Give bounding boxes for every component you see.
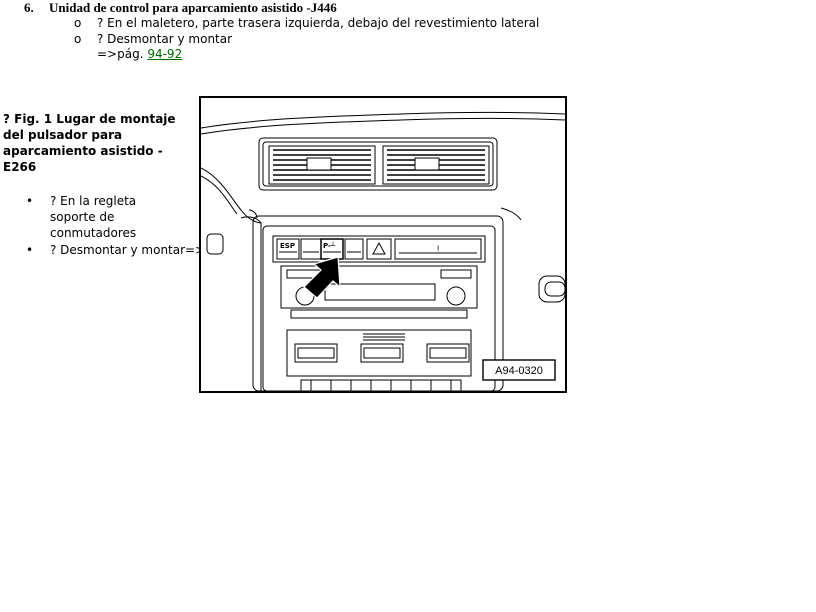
list-bullet: o	[74, 32, 82, 46]
bullet-text: ? En la regleta soporte de conmutadores	[50, 194, 137, 240]
page-link-94-92[interactable]: 94-92	[147, 47, 183, 61]
bullet-text: ? Desmontar y montar=>página	[50, 243, 250, 257]
figure-code: A94-0320	[495, 365, 543, 377]
section-heading: 6. Unidad de control para aparcamiento as…	[24, 0, 337, 16]
dashboard-drawing: ᴉ	[201, 112, 565, 391]
arrow-icon	[303, 256, 341, 299]
figure-bullet-list: • ? En la regleta soporte de conmutadore…	[26, 193, 277, 258]
section-item-remove: o ? Desmontar y montar	[74, 32, 232, 46]
section-title: Unidad de control para aparcamiento asis…	[49, 0, 337, 15]
dashboard-illustration: ᴉ	[199, 96, 567, 393]
bullet-dot: •	[26, 243, 34, 257]
list-item: • ? En la regleta soporte de conmutadore…	[26, 193, 277, 241]
figure-code-box	[482, 359, 556, 381]
park-button-label: P-┴	[323, 241, 336, 250]
esp-button-label: ESP	[280, 242, 295, 250]
item-text: ? Desmontar y montar	[97, 32, 233, 46]
bullet-dot: •	[26, 194, 34, 208]
section-number: 6.	[24, 0, 34, 15]
item-text: ? En el maletero, parte trasera izquierd…	[97, 16, 540, 30]
section-reference: =>pág. 94-92	[97, 47, 182, 61]
section-item-location: o ? En el maletero, parte trasera izquier…	[74, 16, 539, 30]
reference-prefix: =>pág.	[97, 47, 148, 61]
list-bullet: o	[74, 16, 82, 30]
figure-caption: ? Fig. 1 Lugar de montaje del pulsador p…	[3, 112, 176, 174]
svg-text:ᴉ: ᴉ	[437, 243, 439, 252]
